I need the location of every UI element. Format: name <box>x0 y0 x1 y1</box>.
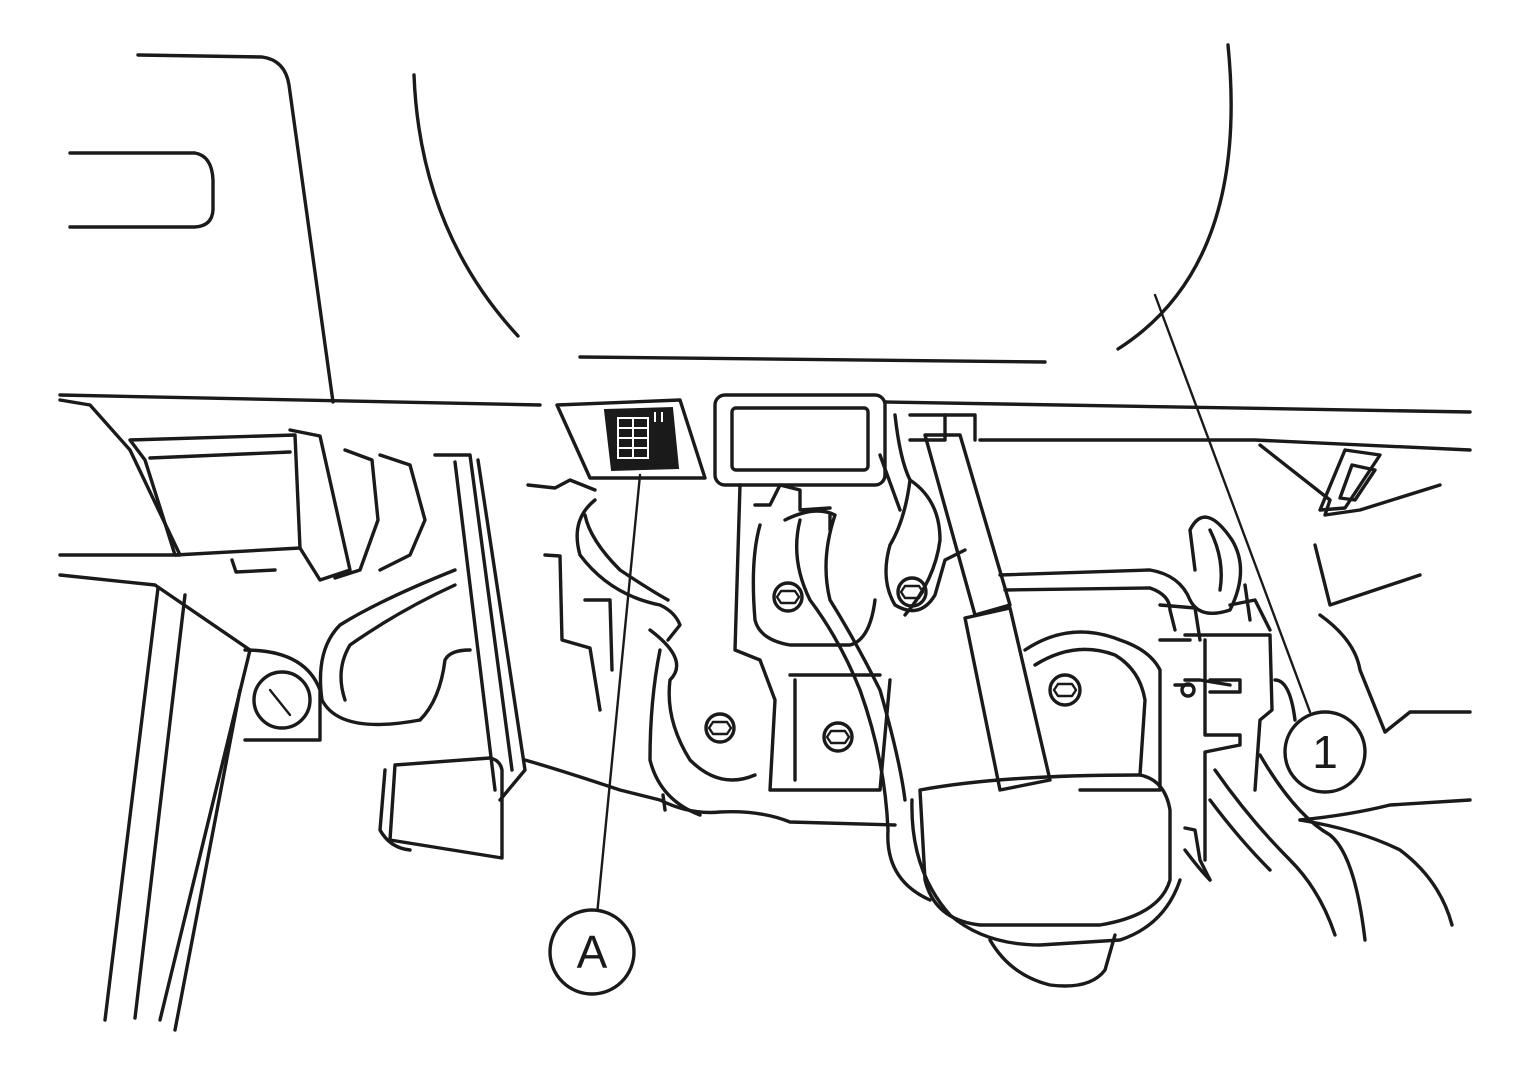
callout-1: 1 <box>1283 710 1367 794</box>
callout-1-label: 1 <box>1312 726 1338 778</box>
callout-a-label: A <box>577 926 608 978</box>
brake-pedal-arm <box>783 509 932 902</box>
dashboard-vent <box>713 393 887 487</box>
brake-pedal-pad <box>910 773 1182 988</box>
gas-strut <box>923 413 1052 792</box>
left-pedal <box>378 453 527 860</box>
stop-lamp-switch <box>1173 598 1274 882</box>
right-floor-panels <box>1208 443 1472 942</box>
pedal-bracket-right <box>878 413 967 617</box>
dashboard-left-panel <box>68 53 335 404</box>
floor-lines <box>523 758 897 827</box>
pedal-support-plate <box>733 483 892 792</box>
left-kick-panel <box>58 573 322 1032</box>
pedal-bracket-plate-right <box>1023 603 1202 792</box>
left-wiring-harness <box>318 568 472 727</box>
dashboard-lower-edge <box>58 355 1472 452</box>
steering-column-arc <box>412 43 1233 351</box>
right-wiring-harness <box>998 515 1243 632</box>
left-lower-trim <box>58 398 427 582</box>
pedal-bracket-center <box>526 478 757 817</box>
callout-leader-lines <box>595 293 1312 917</box>
callout-a: A <box>548 908 636 996</box>
data-link-connector <box>555 398 707 480</box>
